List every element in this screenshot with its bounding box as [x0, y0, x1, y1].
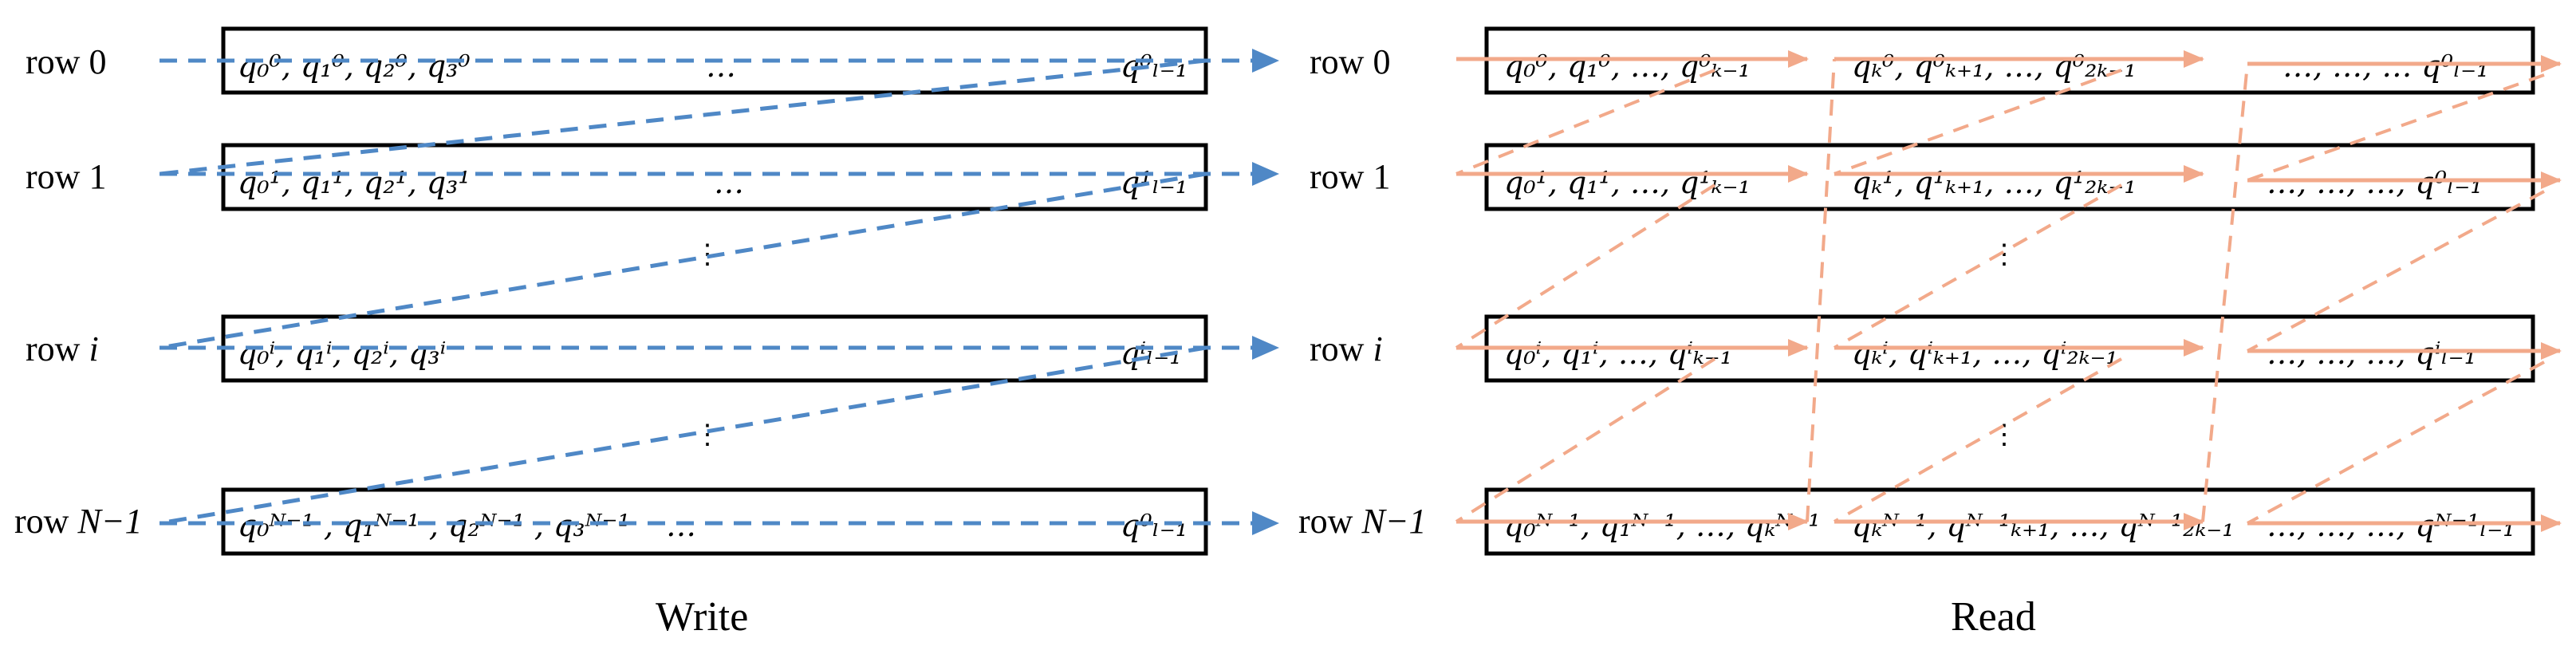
read-row-box-1 — [1484, 143, 2535, 211]
read-row-i-seg-3: …, …, …, qⁱₗ₋₁ — [2267, 336, 2476, 371]
read-row-n-seg-3: …, …, …, qᴺ⁻¹ₗ₋₁ — [2267, 508, 2515, 543]
read-diag-c2-0-1 — [1834, 69, 2122, 175]
read-row-n-seg-1: q₀ᴺ⁻¹, q₁ᴺ⁻¹, …, qₖᴺ⁻¹ — [1504, 508, 1820, 543]
write-vertical-ellipsis-lower: ⋮ — [694, 419, 721, 451]
write-row-1-start: q₀¹, q₁¹, q₂¹, q₃¹ — [238, 165, 471, 200]
read-diag-c1-1-i — [1455, 183, 1716, 349]
write-row-n-last: q⁰ₗ₋₁ — [1121, 508, 1188, 543]
write-row-label-0: row 0 — [26, 42, 106, 81]
read-panel: row 0 row 1 row i row N−1 q₀⁰, q₁⁰, …, q… — [1298, 26, 2562, 640]
read-diag-c3-1-i — [2247, 190, 2545, 353]
read-caption: Read — [1951, 594, 2036, 640]
read-row-label-1: row 1 — [1310, 157, 1390, 196]
read-diag-c2-i-n — [1834, 357, 2122, 523]
write-row-label-i: row i — [26, 329, 99, 368]
read-row-label-n: row N−1 — [1298, 502, 1426, 541]
write-row-1-last: q¹ₗ₋₁ — [1121, 165, 1188, 200]
read-row-0-seg-2: qₖ⁰, q⁰ₖ₊₁, …, q⁰₂ₖ₋₁ — [1852, 49, 2137, 84]
read-diag-c1-0-1 — [1455, 69, 1715, 175]
read-row-1-seg-2: qₖ¹, q¹ₖ₊₁, …, q¹₂ₖ₋₁ — [1852, 165, 2137, 200]
write-row-n-ellipsis: … — [666, 508, 696, 543]
read-row-0-seg-3: …, …, … q⁰ₗ₋₁ — [2283, 49, 2488, 84]
write-row-label-n: row N−1 — [14, 502, 142, 541]
write-row-i-start: q₀ⁱ, q₁ⁱ, q₂ⁱ, q₃ⁱ — [238, 336, 446, 371]
read-diag-c1-i-n — [1455, 357, 1716, 523]
write-row-n-start: q₀ᴺ⁻¹ , q₁ᴺ⁻¹ , q₂ᴺ⁻¹ , q₃ᴺ⁻¹ — [238, 508, 630, 543]
write-row-1-ellipsis: … — [714, 165, 744, 200]
read-row-0-seg-1: q₀⁰, q₁⁰, …, q⁰ₖ₋₁ — [1504, 49, 1751, 84]
write-return-0-to-1 — [159, 58, 1207, 176]
write-return-1-to-i — [159, 171, 1207, 350]
read-row-1-seg-1: q₀¹, q₁¹, …, q¹ₖ₋₁ — [1504, 165, 1751, 200]
write-row-0-last: q⁰ₗ₋₁ — [1121, 49, 1188, 84]
read-row-1-seg-3: …, …, …, q⁰ₗ₋₁ — [2267, 165, 2483, 200]
read-row-i-seg-1: q₀ⁱ, q₁ⁱ, …, qⁱₖ₋₁ — [1504, 336, 1732, 371]
write-row-0-ellipsis: … — [706, 49, 736, 84]
read-vertical-ellipsis-upper: ⋮ — [1991, 238, 2018, 270]
read-diag-c3-i-n — [2247, 361, 2545, 525]
read-wrap-c1-to-c2 — [1806, 58, 1836, 522]
read-row-label-i: row i — [1310, 329, 1383, 368]
write-row-label-1: row 1 — [26, 157, 106, 196]
write-panel: row 0 row 1 row i row N−1 q₀⁰, q₁⁰, q₂⁰,… — [14, 26, 1279, 640]
read-row-i-seg-2: qₖⁱ, qⁱₖ₊₁, …, qⁱ₂ₖ₋₁ — [1852, 336, 2118, 371]
write-return-i-to-n — [159, 345, 1207, 526]
read-vertical-ellipsis-lower: ⋮ — [1991, 419, 2018, 451]
read-row-label-0: row 0 — [1310, 42, 1390, 81]
read-row-n-seg-2: qₖᴺ⁻¹, qᴺ⁻¹ₖ₊₁, …, qᴺ⁻¹₂ₖ₋₁ — [1852, 508, 2235, 543]
read-diag-c2-1-i — [1834, 183, 2122, 349]
write-caption: Write — [656, 594, 748, 640]
read-wrap-c2-to-c3 — [2201, 63, 2249, 522]
write-row-box-1 — [221, 143, 1208, 211]
write-row-0-start: q₀⁰, q₁⁰, q₂⁰, q₃⁰ — [238, 49, 471, 84]
